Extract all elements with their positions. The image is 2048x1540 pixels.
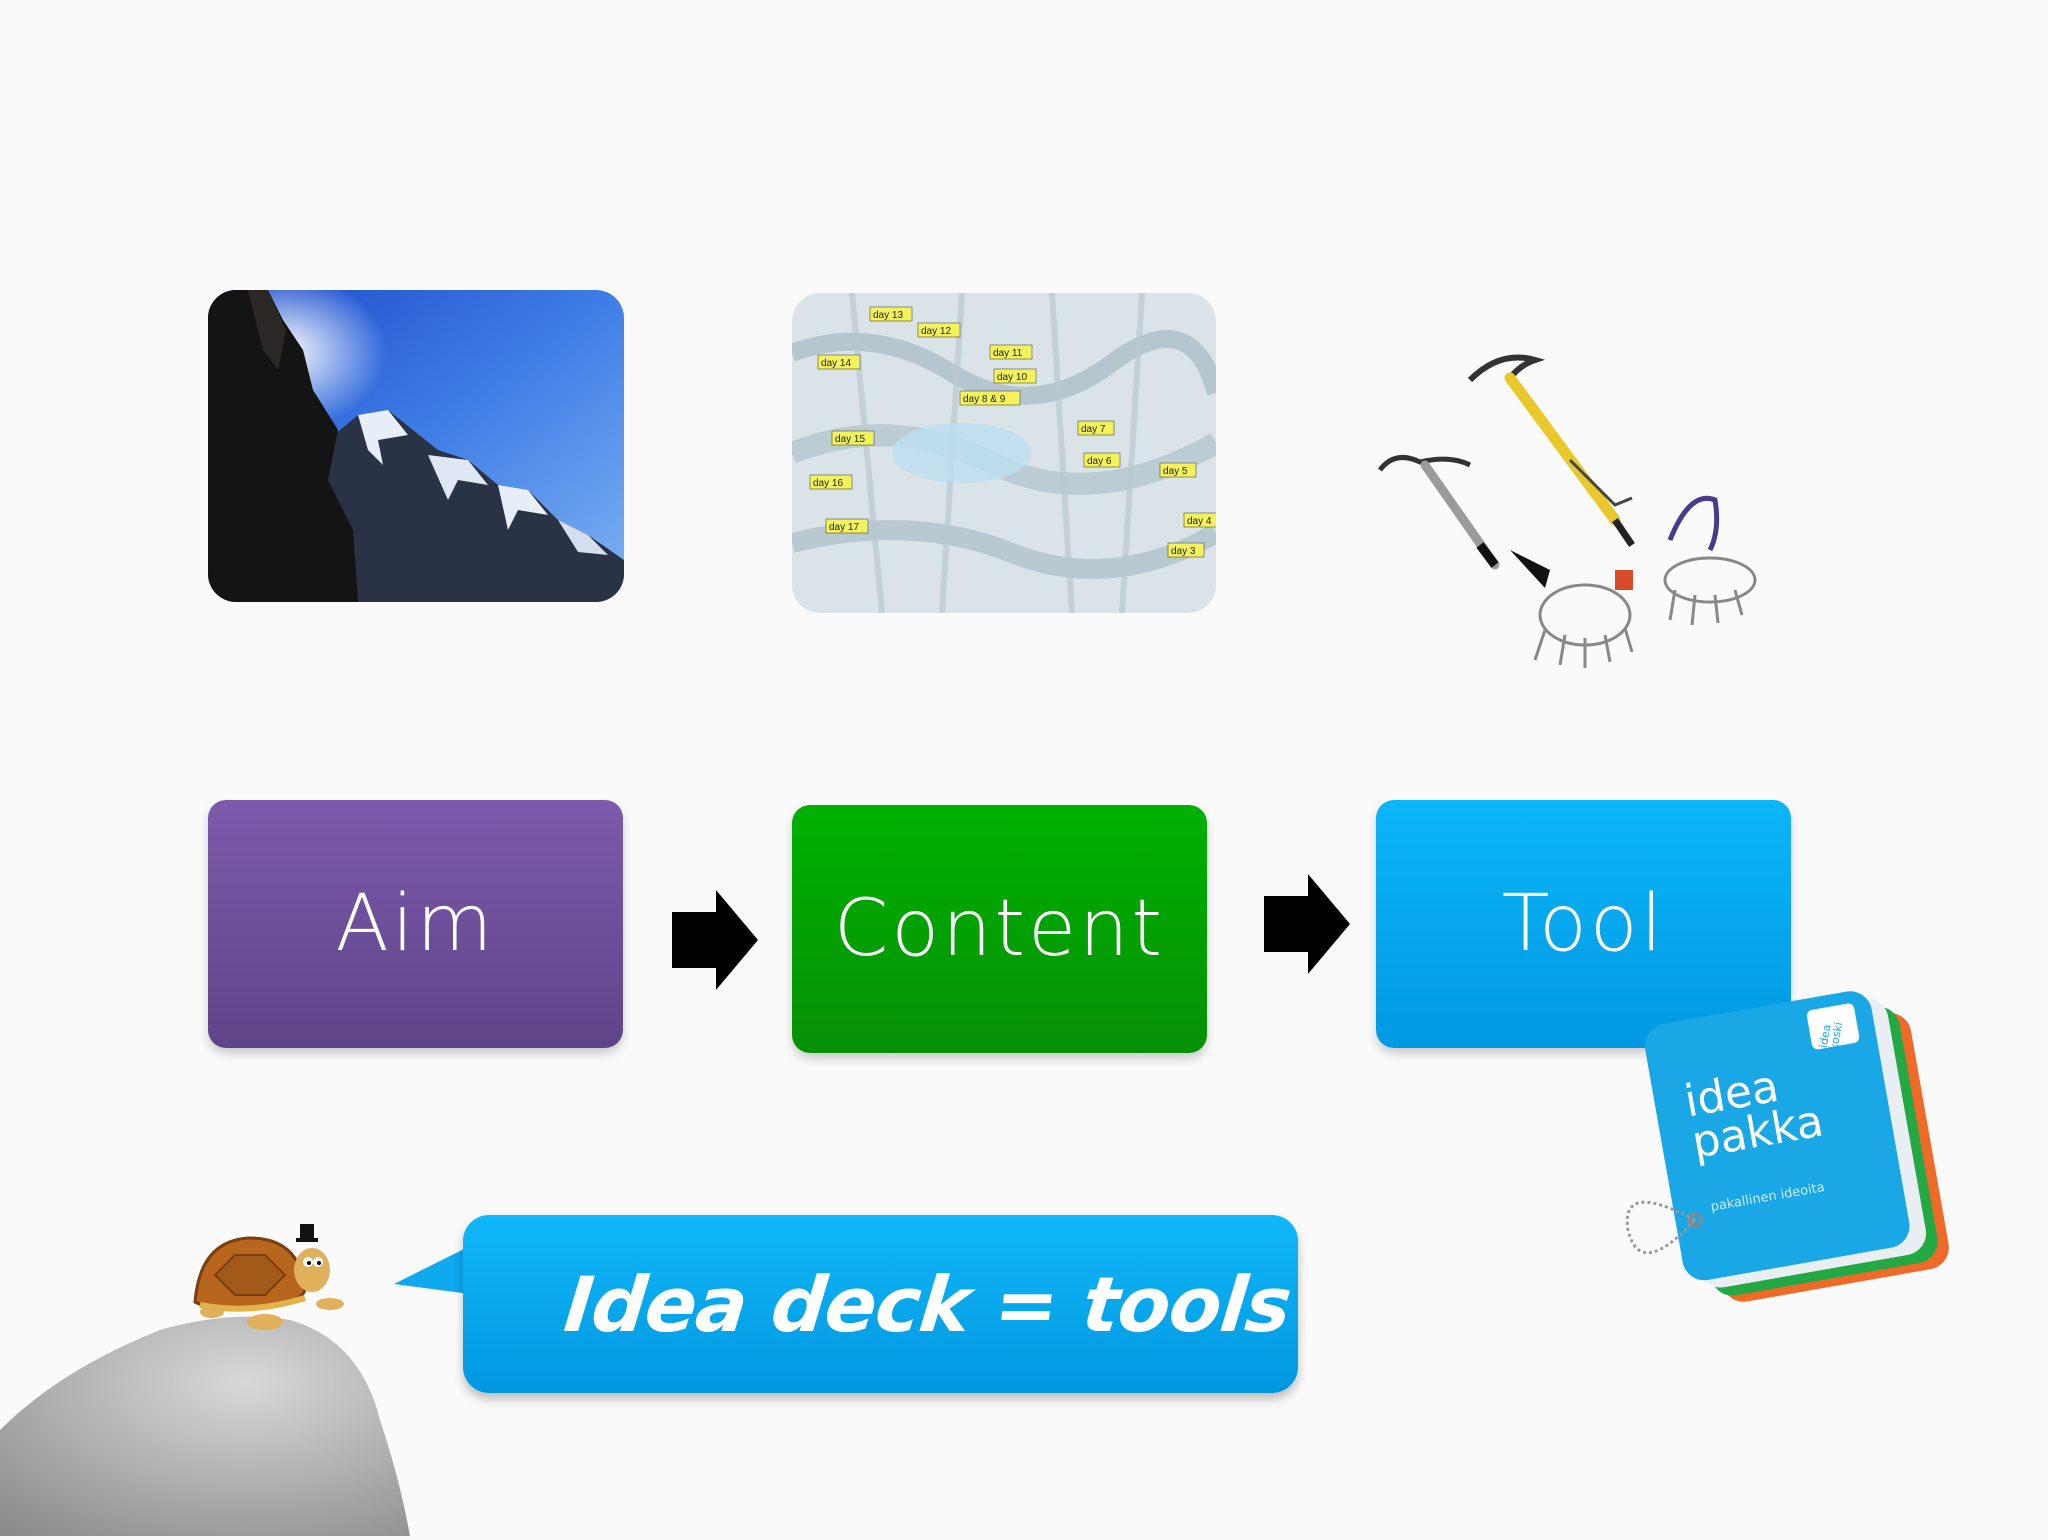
- deck-title: idea pakka: [1681, 1059, 1827, 1169]
- map-day-label-bg: [1183, 512, 1216, 528]
- map-day-label-bg: [817, 354, 861, 370]
- map-day-label-bg: [1077, 420, 1115, 436]
- aim-label: Aim: [335, 879, 496, 969]
- map-day-label: day 4: [1187, 516, 1212, 527]
- map-day-label-bg: [1159, 462, 1197, 478]
- map-day-label-bg: [869, 306, 913, 322]
- content-box: Content: [792, 805, 1207, 1053]
- map-day-label-bg: [989, 344, 1033, 360]
- map-day-label-bg: [917, 322, 961, 338]
- map-day-label: day 5: [1163, 466, 1188, 477]
- mountain-photo: [208, 290, 624, 602]
- map-day-label: day 14: [821, 358, 851, 369]
- map-day-label-bg: [1167, 542, 1205, 558]
- map-day-label: day 17: [829, 522, 859, 533]
- aim-box: Aim: [208, 800, 623, 1048]
- trek-map: day 13 day 12 day 11 day 10 day 14 day 8 & 9 d…: [792, 293, 1216, 613]
- map-day-label-bg: [959, 390, 1021, 406]
- tool-label: Tool: [1501, 879, 1666, 969]
- map-day-label: day 10: [997, 372, 1027, 383]
- speech-bubble-tail: [392, 1238, 482, 1302]
- map-day-label-bg: [1083, 452, 1121, 468]
- map-day-label: day 6: [1087, 456, 1112, 467]
- map-day-label-bg: [809, 474, 853, 490]
- map-day-label: day 11: [993, 348, 1023, 359]
- map-day-label: day 16: [813, 478, 843, 489]
- map-day-label-bg: [831, 430, 875, 446]
- arrow-right-icon: [1262, 872, 1352, 980]
- map-day-label: day 7: [1081, 424, 1106, 435]
- bubble-text: Idea deck = tools: [560, 1259, 1295, 1349]
- map-day-label: day 12: [921, 326, 951, 337]
- ice-axes-and-crampons: [1370, 340, 1810, 680]
- map-day-label-bg: [993, 368, 1037, 384]
- map-day-label-bg: [825, 518, 869, 534]
- content-label: Content: [833, 884, 1166, 974]
- tool-box: Tool: [1376, 800, 1791, 1048]
- map-day-label: day 13: [873, 310, 903, 321]
- map-day-label: day 15: [835, 434, 865, 445]
- turtle-with-top-hat-on-rock: [0, 1220, 420, 1536]
- map-day-label: day 8 & 9: [963, 394, 1006, 405]
- idea-pakka-card-deck: idea koski idea pakka pakallinen ideoita: [1600, 990, 2000, 1310]
- arrow-right-icon: [670, 888, 760, 996]
- speech-bubble: Idea deck = tools: [463, 1215, 1298, 1393]
- map-day-label: day 3: [1171, 546, 1196, 557]
